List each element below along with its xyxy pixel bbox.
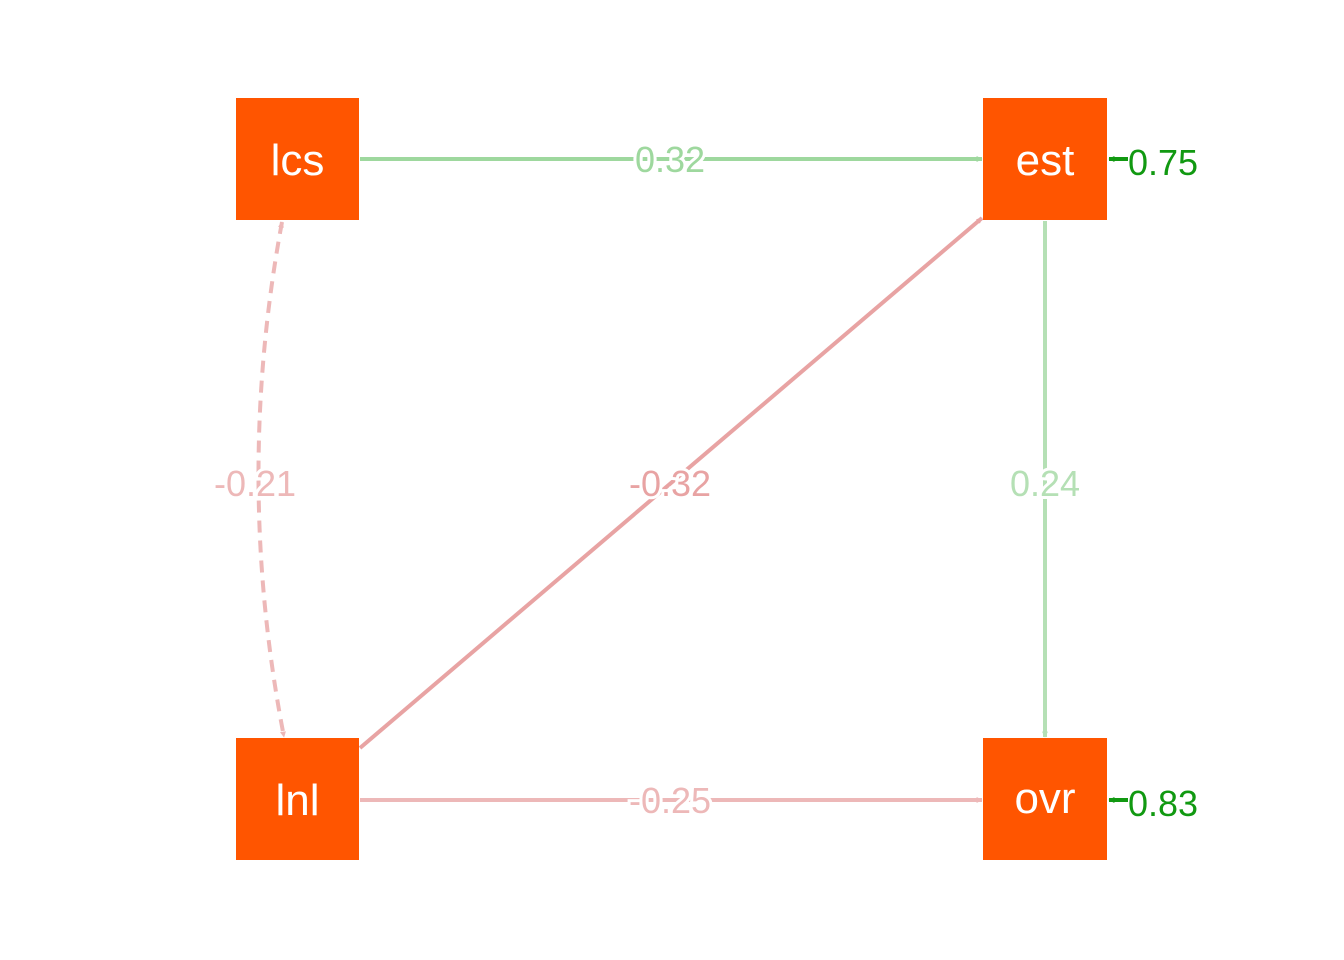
node-lcs-label: lcs [271,136,325,185]
node-est: est [983,98,1107,220]
node-ovr-box [983,738,1107,860]
edge-lnl-est: -0.32 [358,216,984,750]
edge-lnl-ovr-label: -0.25 [629,780,711,821]
residual-est-label: 0.75 [1128,142,1198,183]
node-ovr-label: ovr [1014,774,1075,823]
edge-lcs-lnl-label: -0.21 [214,463,296,504]
node-lcs-box [236,98,359,220]
residual-ovr-label: 0.83 [1128,783,1198,824]
edge-lcs-est: 0.32 [360,136,983,183]
edge-est-ovr-label: 0.24 [1010,463,1080,504]
node-ovr: ovr [983,738,1107,860]
node-lnl-box [236,738,359,860]
edge-lcs-lnl-covariance: -0.21 [211,221,299,738]
node-est-box [983,98,1107,220]
node-lnl-label: lnl [275,776,319,825]
edge-lnl-ovr: -0.25 [360,777,983,824]
node-lcs: lcs [236,98,359,220]
edge-lnl-est-label: -0.32 [629,463,711,504]
edge-lnl-est-line [358,216,984,750]
residual-est: 0.75 [1108,142,1198,183]
edge-lcs-lnl-curve [256,221,286,738]
residual-ovr: 0.83 [1108,783,1198,824]
edge-est-ovr: 0.24 [1007,221,1083,738]
edge-lcs-est-label: 0.32 [635,139,705,180]
node-est-label: est [1016,136,1075,185]
node-lnl: lnl [236,738,359,860]
